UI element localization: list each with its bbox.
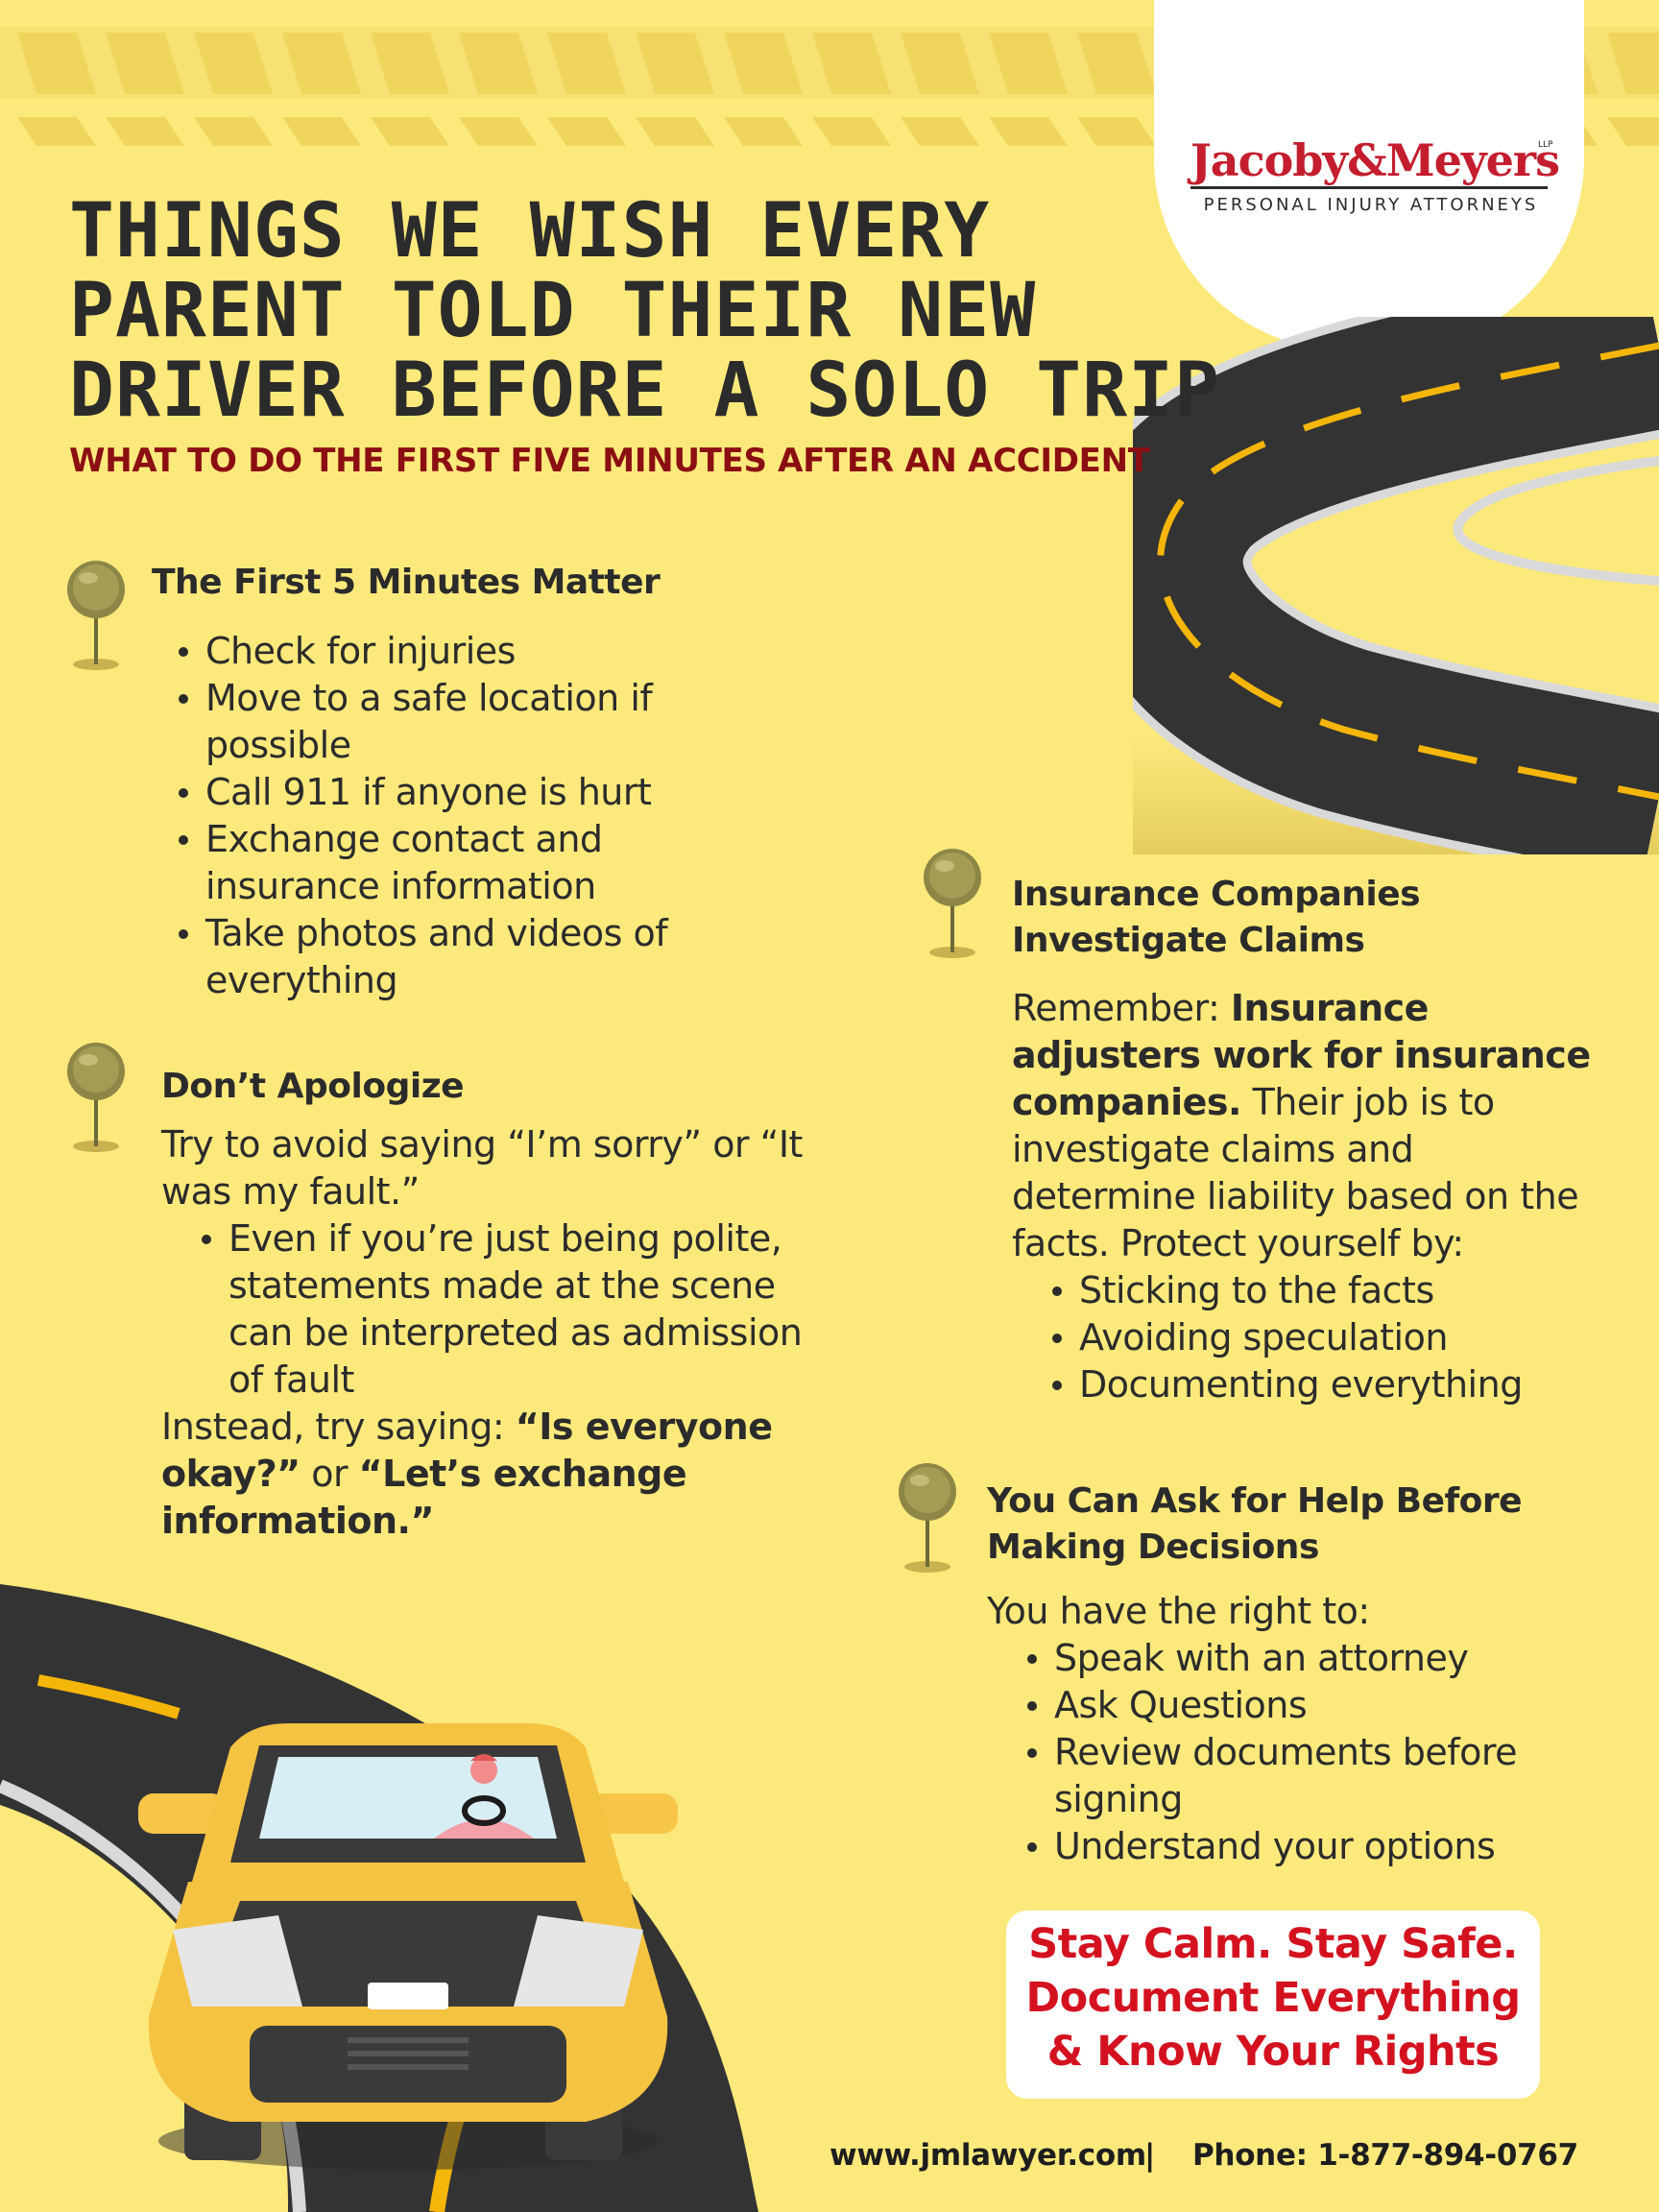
tire-track-mark bbox=[194, 33, 273, 94]
tire-track-mark bbox=[1607, 117, 1659, 146]
list-item: Take photos and videos of everything bbox=[171, 910, 747, 1004]
tire-track-mark bbox=[371, 33, 449, 94]
list-item: Ask Questions bbox=[1020, 1682, 1615, 1729]
section-help-list: Speak with an attorney Ask Questions Rev… bbox=[1020, 1635, 1615, 1870]
list-item: Documenting everything bbox=[1045, 1361, 1621, 1408]
remember-emphasis: Insurance adjusters work for insurance c… bbox=[1012, 987, 1591, 1123]
tire-track-mark bbox=[1607, 33, 1659, 94]
tire-track-mark bbox=[812, 117, 891, 146]
suggested-phrase-1: “Is everyone okay?” bbox=[161, 1406, 773, 1495]
logo-llp: LLP bbox=[1538, 140, 1553, 150]
tire-track-mark bbox=[194, 117, 273, 146]
instead-prefix: Instead, try saying: bbox=[161, 1406, 516, 1448]
list-item: Understand your options bbox=[1020, 1823, 1615, 1870]
section-help-intro: You have the right to: bbox=[987, 1590, 1370, 1632]
logo-ampersand: & bbox=[1347, 134, 1387, 186]
tire-track-mark bbox=[17, 33, 96, 94]
road-illustration-top bbox=[1133, 317, 1659, 854]
list-item: Sticking to the facts bbox=[1045, 1267, 1621, 1314]
list-item: Speak with an attorney bbox=[1020, 1635, 1615, 1682]
list-item: Check for injuries bbox=[171, 628, 747, 675]
tire-track-mark bbox=[459, 117, 538, 146]
tire-track-mark bbox=[547, 117, 626, 146]
page-subtitle: WHAT TO DO THE FIRST FIVE MINUTES AFTER … bbox=[69, 442, 1150, 480]
tire-track-mark bbox=[989, 117, 1068, 146]
section-apologize-list: Even if you’re just being polite, statem… bbox=[194, 1215, 828, 1404]
tire-track-mark bbox=[17, 117, 96, 146]
map-pin-icon bbox=[924, 849, 981, 958]
map-pin-icon bbox=[67, 561, 125, 670]
logo-tagline: PERSONAL INJURY ATTORNEYS bbox=[1203, 195, 1539, 215]
section-insurance-heading: Insurance Companies Investigate Claims bbox=[1012, 875, 1421, 960]
tire-track-mark bbox=[724, 33, 803, 94]
list-item: Even if you’re just being polite, statem… bbox=[194, 1215, 828, 1404]
logo-name-right: Meyers bbox=[1385, 134, 1560, 186]
callout-box bbox=[1006, 1911, 1540, 2099]
list-item: Exchange contact and insurance informati… bbox=[171, 816, 747, 910]
suggested-phrase-2: “Let’s exchange information.” bbox=[161, 1453, 687, 1542]
tire-track-mark bbox=[989, 33, 1068, 94]
list-item: Avoiding speculation bbox=[1045, 1314, 1621, 1361]
section-insurance-text: Remember: Insurance adjusters work for i… bbox=[1012, 985, 1607, 1267]
tire-track-mark bbox=[547, 33, 626, 94]
tire-track-mark bbox=[901, 117, 979, 146]
list-item: Review documents before signing bbox=[1020, 1729, 1615, 1823]
logo-name-left: Jacoby bbox=[1190, 134, 1348, 186]
section-apologize-heading: Don’t Apologize bbox=[161, 1067, 465, 1106]
tire-track-mark bbox=[106, 33, 184, 94]
tire-track-mark bbox=[459, 33, 538, 94]
tire-track-mark bbox=[724, 117, 803, 146]
tire-track-mark bbox=[282, 33, 361, 94]
section-apologize-instead: Instead, try saying: “Is everyone okay?”… bbox=[161, 1404, 824, 1545]
tire-track-mark bbox=[636, 117, 714, 146]
section-apologize-intro: Try to avoid saying “I’m sorry” or “It w… bbox=[161, 1123, 803, 1213]
car-illustration bbox=[138, 1723, 678, 2170]
phone-link[interactable]: Phone: 1-877-894-0767 bbox=[1192, 2138, 1578, 2173]
or-text: or bbox=[300, 1453, 359, 1495]
tire-track-mark bbox=[812, 33, 891, 94]
tire-track-mark bbox=[901, 33, 979, 94]
map-pin-icon bbox=[67, 1043, 125, 1152]
logo-divider bbox=[1190, 186, 1548, 189]
list-item: Move to a safe location if possible bbox=[171, 675, 747, 769]
list-item: Call 911 if anyone is hurt bbox=[171, 769, 747, 816]
tire-track-mark bbox=[282, 117, 361, 146]
tire-track-mark bbox=[636, 33, 714, 94]
section-first-five-heading: The First 5 Minutes Matter bbox=[152, 563, 661, 602]
callout-line-2: Document Everything bbox=[1025, 1974, 1521, 2022]
footer-separator: | bbox=[1144, 2138, 1156, 2173]
tire-track-mark bbox=[1077, 33, 1156, 94]
tire-track-mark bbox=[1077, 117, 1156, 146]
callout-line-1: Stay Calm. Stay Safe. bbox=[1028, 1920, 1518, 1968]
map-pin-icon bbox=[899, 1463, 956, 1573]
section-insurance-list: Sticking to the facts Avoiding speculati… bbox=[1045, 1267, 1621, 1408]
title-line-3: DRIVER BEFORE A SOLO TRIP bbox=[69, 348, 1220, 434]
remember-prefix: Remember: bbox=[1012, 987, 1231, 1029]
title-line-1: THINGS WE WISH EVERY bbox=[69, 188, 991, 275]
tire-track-mark bbox=[106, 117, 184, 146]
section-help-heading: You Can Ask for Help Before Making Decis… bbox=[987, 1481, 1523, 1567]
title-line-2: PARENT TOLD THEIR NEW bbox=[69, 268, 1037, 354]
remember-rest: Their job is to investigate claims and d… bbox=[1012, 1081, 1579, 1264]
tire-track-mark bbox=[371, 117, 449, 146]
section-first-five-list: Check for injuries Move to a safe locati… bbox=[171, 628, 747, 1004]
logo-background bbox=[1154, 0, 1584, 350]
callout-line-3: & Know Your Rights bbox=[1046, 2028, 1500, 2076]
logo-wordmark[interactable]: Jacoby&Meyers bbox=[1190, 134, 1560, 186]
website-link[interactable]: www.jmlawyer.com bbox=[830, 2138, 1146, 2173]
